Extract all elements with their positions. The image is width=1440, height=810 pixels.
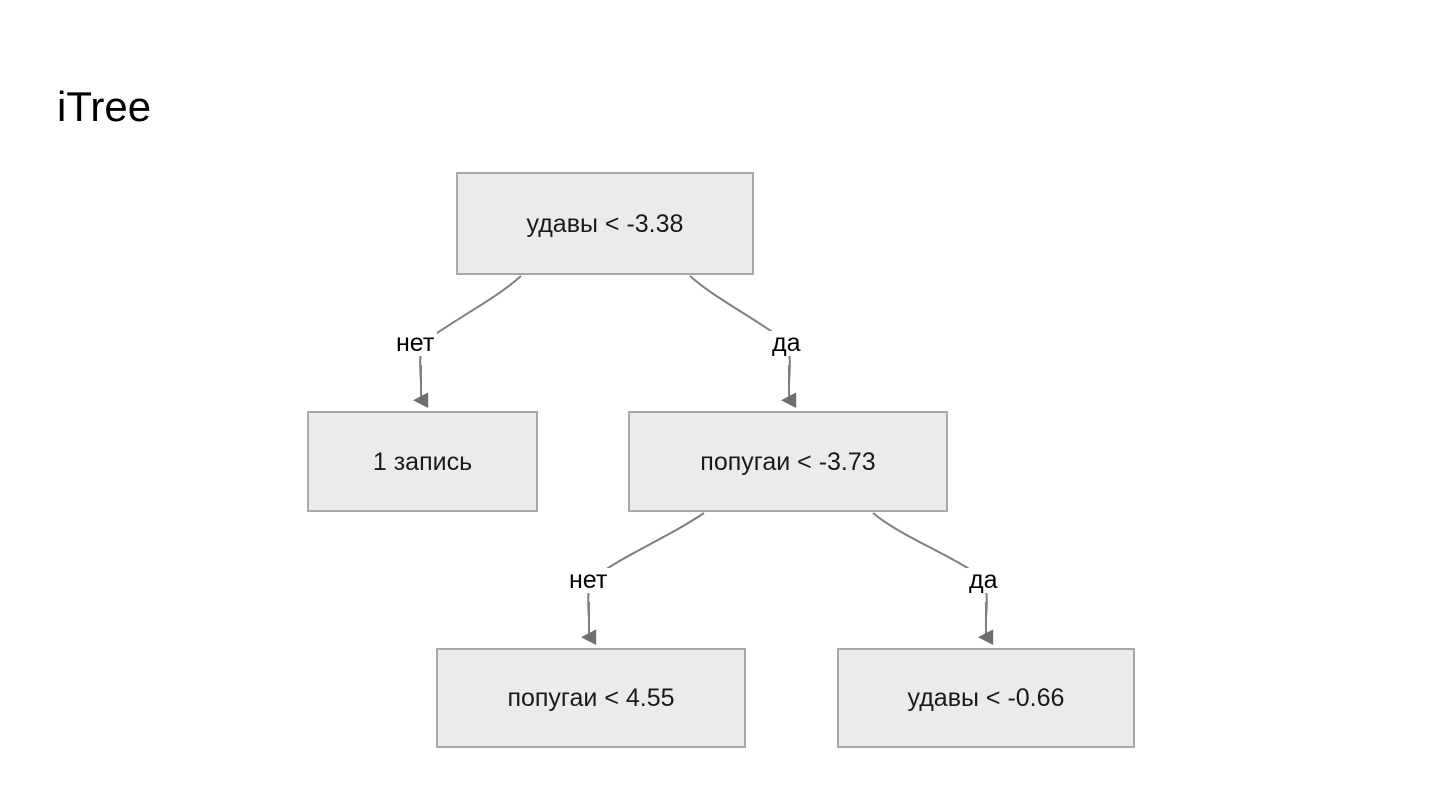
tree-node-root-label: удавы < -3.38	[526, 209, 684, 238]
edge-label-root-no: нет	[393, 331, 438, 356]
page-title: iTree	[57, 83, 152, 130]
tree-node-boas-neg066-label: удавы < -0.66	[907, 684, 1065, 712]
edge-root-to-leaf1	[419, 275, 522, 383]
tree-node-parrots-neg373[interactable]: попугаи < -3.73	[628, 411, 948, 512]
edge-label-root-yes: да	[769, 331, 804, 356]
tree-node-leaf-record-count-label: 1 запись	[372, 447, 473, 476]
edge-label-n2-yes: да	[966, 568, 1001, 593]
tree-node-root[interactable]: удавы < -3.38	[456, 172, 754, 275]
tree-node-parrots-455[interactable]: попугаи < 4.55	[436, 648, 746, 748]
tree-node-parrots-455-label: попугаи < 4.55	[507, 684, 675, 712]
tree-node-boas-neg066[interactable]: удавы < -0.66	[837, 648, 1135, 748]
tree-node-leaf-record-count[interactable]: 1 запись	[307, 411, 538, 512]
tree-node-parrots-neg373-label: попугаи < -3.73	[700, 447, 876, 476]
edge-label-n2-no: нет	[566, 568, 611, 593]
